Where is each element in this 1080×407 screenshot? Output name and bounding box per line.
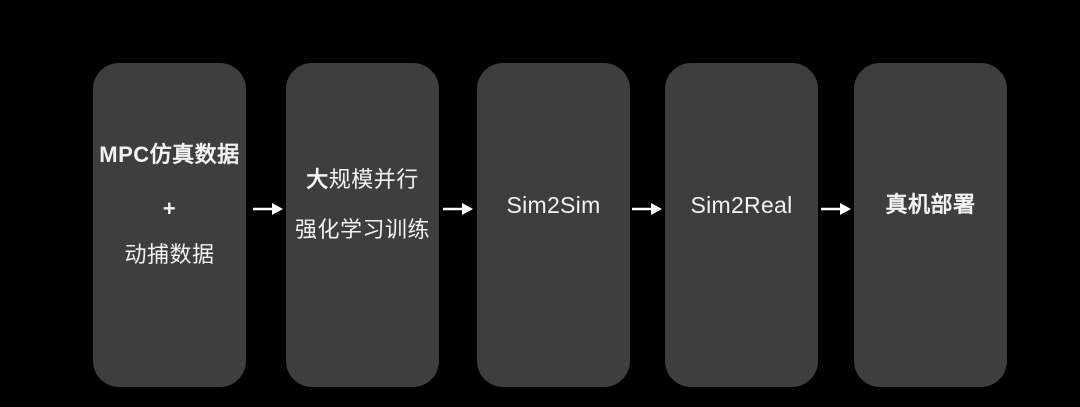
step-label: Sim2Real	[690, 192, 793, 218]
flow-step-sim2sim: Sim2Sim	[477, 63, 630, 387]
flow-step-sim2real: Sim2Real	[665, 63, 818, 387]
arrow-right-icon	[253, 201, 283, 217]
step-label: 真机部署	[885, 192, 976, 217]
step-label: Sim2Sim	[506, 192, 601, 218]
step-label-line: MPC仿真数据	[99, 142, 240, 167]
arrow-right-icon	[632, 201, 662, 217]
step-label-line: 大规模并行	[306, 165, 419, 195]
flow-step-rl-training: 大规模并行 强化学习训练	[286, 63, 439, 387]
step-label-line: 强化学习训练	[294, 217, 430, 242]
step-label-rest: 规模并行	[328, 167, 419, 192]
flow-step-training-data: MPC仿真数据 + 动捕数据	[93, 63, 246, 387]
arrow-right-icon	[443, 201, 473, 217]
plus-sign: +	[162, 196, 177, 221]
arrow-right-icon	[821, 201, 851, 217]
step-label-lead: 大	[306, 167, 329, 192]
flow-step-real-robot-deploy: 真机部署	[854, 63, 1007, 387]
step-label-line: 动捕数据	[124, 242, 215, 267]
